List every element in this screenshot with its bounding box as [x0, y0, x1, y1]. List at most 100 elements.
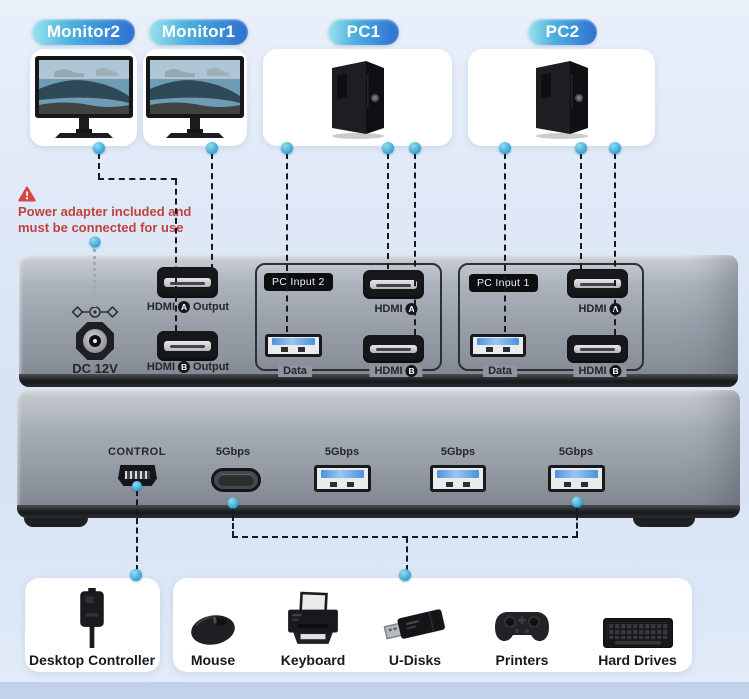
usb-c-port — [211, 468, 261, 492]
usb-a-speed-label-1: 5Gbps — [324, 446, 360, 458]
pc1-hdmi-b-port — [567, 335, 628, 363]
connector-line — [211, 153, 213, 270]
connector-dot-pc1-data — [281, 142, 293, 154]
badge-pc1-label: PC1 — [346, 22, 381, 41]
group-pc-input-1-title: PC Input 1 — [469, 274, 538, 292]
wired-controller-icon — [75, 588, 109, 648]
group-pc2-hdmi-a-label: HDMI A — [374, 303, 418, 315]
connector-line — [232, 536, 578, 538]
connector-dot-pc2-hdmi-a — [575, 142, 587, 154]
badge-pc2-label: PC2 — [545, 22, 580, 41]
group-pc-input-2-title: PC Input 2 — [264, 273, 333, 291]
warning-line1: Power adapter included and — [18, 204, 192, 219]
dc-jack-pin — [93, 339, 97, 343]
usb-a-port-1 — [314, 465, 371, 492]
group-pc1-hdmi-b-label: HDMI B — [573, 365, 627, 377]
connector-line — [504, 153, 506, 332]
pc1-hdmi-a-port — [567, 269, 628, 298]
usb-c-speed-label: 5Gbps — [215, 446, 251, 458]
usb-a-port-3 — [548, 465, 605, 492]
badge-monitor1: Monitor1 — [149, 19, 248, 45]
pc2-data-usb-port — [265, 334, 322, 357]
group-pc2-data-label: Data — [278, 365, 312, 377]
bottom-background-band — [0, 682, 749, 699]
power-dotted-line — [93, 249, 96, 307]
connector-dot-monitor2 — [93, 142, 105, 154]
usb-a-speed-label-2: 5Gbps — [440, 446, 476, 458]
connector-line — [232, 507, 234, 537]
desktop-controller-label: Desktop Controller — [29, 652, 156, 668]
peripheral-label: Printers — [495, 652, 549, 668]
mini-usb-contacts — [125, 471, 150, 480]
control-port-label: CONTROL — [108, 446, 166, 458]
monitor-icon — [146, 55, 244, 138]
connector-dot-control — [132, 481, 142, 491]
badge-pc1: PC1 — [328, 19, 399, 45]
card-monitor2 — [30, 49, 137, 146]
card-pc2 — [468, 49, 655, 146]
printer-icon — [285, 588, 341, 648]
badge-monitor2: Monitor2 — [32, 19, 135, 45]
dc-polarity-icon — [71, 305, 119, 319]
connector-dot-pc2-hdmi-b — [609, 142, 621, 154]
dc-label: DC 12V — [72, 361, 118, 376]
power-warning: Power adapter included and must be conne… — [18, 186, 191, 236]
connector-line — [98, 178, 177, 180]
usb-flash-drive-icon — [382, 596, 448, 648]
desktop-controller-item: Desktop Controller — [29, 586, 155, 668]
badge-pc2: PC2 — [528, 19, 597, 45]
peripheral-label: Mouse — [190, 652, 236, 668]
connector-dot-pc1-hdmi-a — [382, 142, 394, 154]
mouse-icon — [188, 592, 238, 648]
connector-line — [136, 490, 138, 571]
peripheral-item-mouse: Mouse — [168, 586, 258, 668]
port-key-a: A — [178, 301, 191, 313]
hdmi-a-output-label: HDMI A Output — [146, 301, 230, 313]
port-key-b: B — [178, 361, 191, 373]
device-bottom-edge — [19, 374, 738, 387]
connector-line — [387, 153, 389, 269]
warning-icon — [18, 186, 36, 202]
group-pc1-data-label: Data — [483, 365, 517, 377]
badge-monitor2-label: Monitor2 — [46, 22, 121, 41]
peripheral-label: Hard Drives — [598, 652, 677, 668]
connector-dot-usb-c — [227, 497, 239, 509]
connector-line — [98, 153, 100, 179]
connector-line — [576, 506, 578, 537]
device-bottom-edge — [17, 505, 740, 518]
hdmi-b-output-port — [157, 331, 218, 361]
warning-line2: must be connected for use — [18, 220, 184, 235]
connector-dot-monitor1 — [206, 142, 218, 154]
connector-dot-controller-card — [130, 569, 142, 581]
peripheral-label: U-Disks — [388, 652, 442, 668]
mini-usb-control-port — [118, 465, 157, 486]
monitor-icon — [34, 55, 133, 138]
hdmi-b-output-label: HDMI B Output — [146, 361, 230, 373]
peripheral-item-printers: Printers — [477, 586, 567, 668]
connector-line — [414, 153, 416, 335]
pc2-hdmi-a-port — [363, 270, 424, 299]
connector-dot-usb-a3 — [571, 496, 583, 508]
peripheral-item-udisks: U-Disks — [370, 586, 460, 668]
connector-line — [580, 153, 582, 269]
connector-dot-peripherals-card — [399, 569, 411, 581]
peripheral-item-hard-drives: Hard Drives — [590, 586, 685, 668]
connector-line — [175, 179, 177, 331]
group-pc2-hdmi-b-label: HDMI B — [369, 365, 423, 377]
connector-dot-power — [89, 236, 101, 248]
group-pc-input-1: PC Input 1 Data HDMI B HDMI A — [458, 263, 644, 377]
group-pc-input-2: PC Input 2 Data HDMI B HDMI A — [255, 263, 442, 377]
connector-line — [614, 153, 616, 335]
usb-a-port-2 — [430, 465, 486, 492]
pc1-data-usb-port — [470, 334, 526, 357]
gamepad-icon — [493, 594, 551, 648]
hdmi-a-output-port — [157, 267, 218, 298]
pc2-hdmi-b-port — [363, 335, 424, 363]
keyboard-icon — [602, 600, 673, 648]
peripheral-item-keyboard: Keyboard — [268, 586, 358, 668]
peripheral-label: Keyboard — [280, 652, 346, 668]
connector-dot-pc1-hdmi-b — [409, 142, 421, 154]
connector-line — [406, 537, 408, 571]
badge-monitor1-label: Monitor1 — [161, 22, 236, 41]
